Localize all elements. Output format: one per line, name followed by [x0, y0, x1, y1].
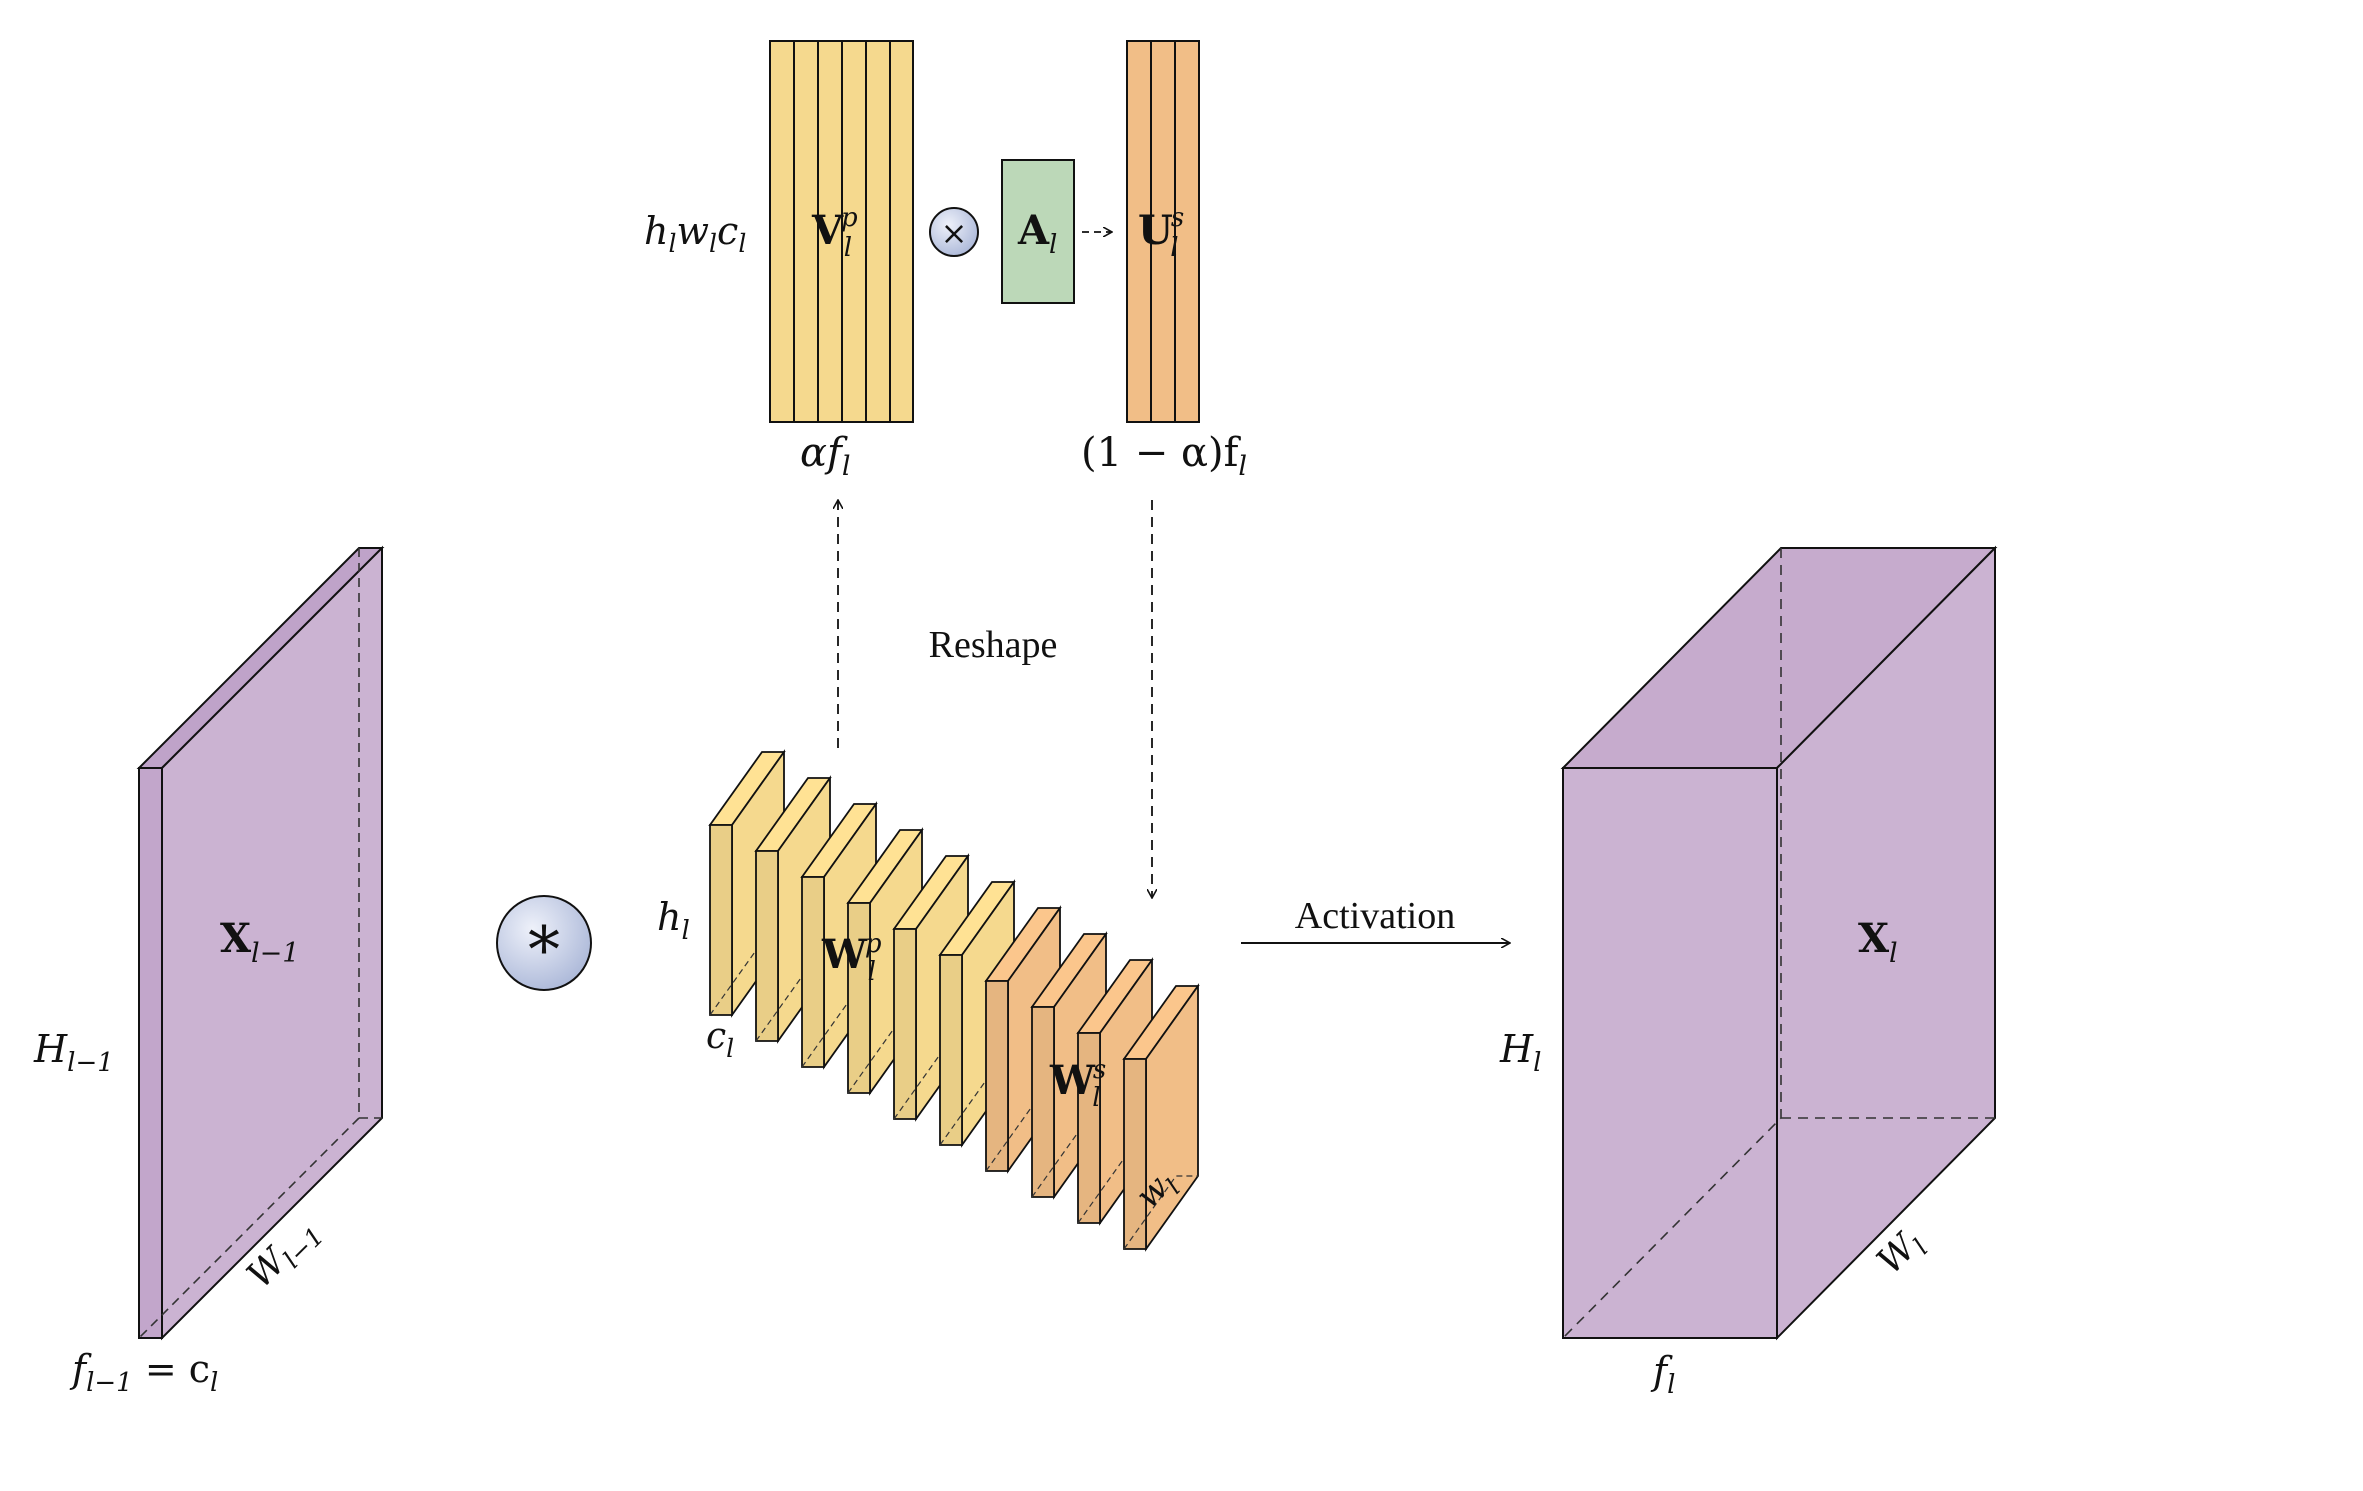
filter-slab: [1122, 983, 1200, 1252]
times-operator: ×: [929, 207, 979, 257]
filter-slab-front: [801, 876, 825, 1068]
filter-slab-front: [985, 980, 1009, 1172]
input-tensor: [136, 545, 385, 1341]
f-prev-eq-label: fl−1 = cl: [69, 1347, 218, 1398]
output-tensor-front-face: [1562, 767, 1778, 1339]
reshape-label: Reshape: [929, 624, 1058, 666]
filter-slab-front: [755, 850, 779, 1042]
c-small-label: cl: [706, 1016, 734, 1063]
activation-label: Activation: [1295, 895, 1455, 937]
us-matrix: [1126, 40, 1200, 423]
output-tensor: [1560, 545, 1998, 1341]
hwc-label: hlwlcl: [644, 209, 746, 258]
a-matrix: [1001, 159, 1075, 304]
convolution-symbol: *: [528, 914, 560, 988]
filter-slab-hidden-edge: [1123, 1175, 1198, 1250]
filter-bank: [708, 749, 1200, 1252]
x-prev-label: Xl−1: [220, 915, 299, 969]
filter-slab-front: [1123, 1058, 1147, 1250]
input-tensor-hidden-edges: [138, 548, 382, 1339]
convolution-ball: [496, 895, 592, 991]
h-prev-label: Hl−1: [33, 1027, 114, 1078]
h-small-label: hl: [657, 895, 690, 946]
filter-slab-front: [939, 954, 963, 1146]
times-ball: [929, 207, 979, 257]
convolution-operator: *: [496, 895, 592, 991]
filter-slab-front: [847, 902, 871, 1094]
filter-slab-front: [893, 928, 917, 1120]
output-tensor-hidden-edges: [1562, 548, 1995, 1339]
times-symbol: ×: [941, 214, 968, 252]
h-out-label: Hl: [1499, 1027, 1541, 1078]
f-out-label: fl: [1650, 1349, 1675, 1400]
alpha-f-label: αfl: [800, 430, 850, 482]
filter-slab-front: [1077, 1032, 1101, 1224]
filter-slab-front: [709, 824, 733, 1016]
vp-matrix: [769, 40, 914, 423]
one-minus-alpha-f-label: (1 − α)fl: [1081, 430, 1247, 482]
a-label: Al: [1017, 207, 1057, 260]
x-out-label: Xl: [1858, 915, 1898, 969]
filter-slab-front: [1031, 1006, 1055, 1198]
input-tensor-front-face: [138, 767, 163, 1339]
